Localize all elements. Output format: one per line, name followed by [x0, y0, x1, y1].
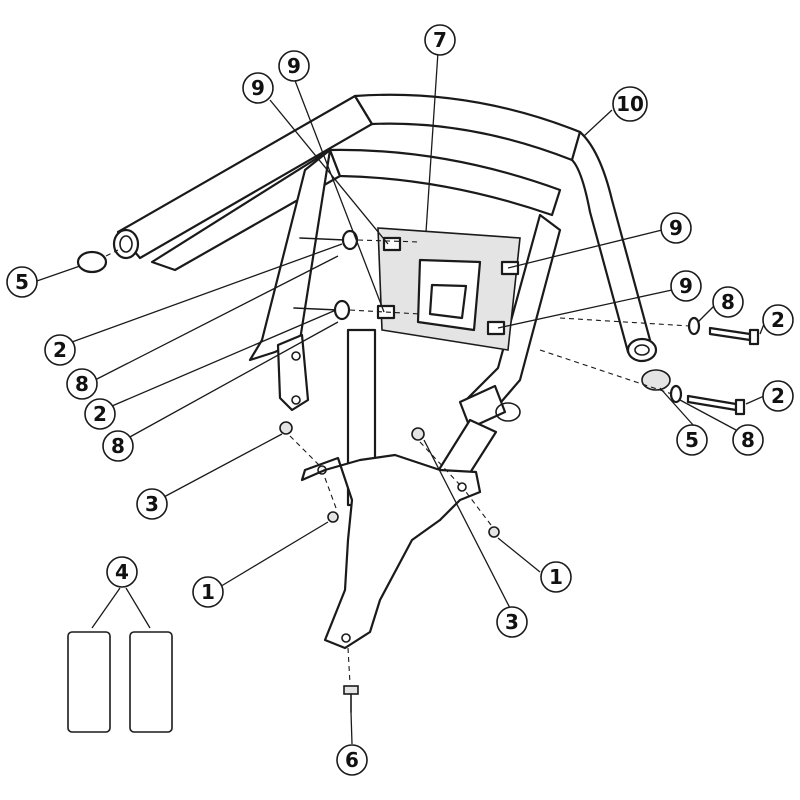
collar-right-upper — [687, 316, 701, 336]
callout-9b: 9 — [278, 50, 310, 82]
bolt-left-upper-head — [341, 229, 359, 251]
callout-7: 7 — [424, 24, 456, 56]
callout-2d: 2 — [762, 380, 794, 412]
plate-clip-upper-left — [382, 236, 402, 252]
bolt-right-upper-shank — [708, 326, 752, 342]
rack-tube-frame — [112, 93, 658, 522]
svg-text:2: 2 — [771, 308, 785, 332]
top-crossbar — [353, 93, 582, 162]
right-strut-end-cap — [458, 384, 507, 430]
plate-clip-lower-right — [486, 320, 506, 336]
left-mount-hole-upper — [291, 351, 301, 361]
bracket-hole-bottom — [341, 633, 351, 643]
bracket-hole-right — [457, 482, 467, 492]
callout-4: 4 — [106, 556, 138, 588]
left-mount-tab — [276, 333, 310, 412]
nut-left — [279, 421, 293, 435]
lower-mount-bracket — [300, 453, 482, 650]
callout-8c: 8 — [712, 286, 744, 318]
svg-text:9: 9 — [669, 216, 683, 240]
svg-text:9: 9 — [679, 274, 693, 298]
small-bolt-left — [327, 511, 339, 523]
sticker-left — [67, 631, 111, 733]
bolt-right-lower-head — [734, 398, 746, 416]
svg-text:2: 2 — [93, 402, 107, 426]
small-bolt-right — [488, 526, 500, 538]
bottom-bolt-head — [343, 685, 359, 695]
collar-right-lower — [669, 384, 683, 404]
plate-center-window — [428, 283, 468, 320]
callout-2a: 2 — [44, 334, 76, 366]
svg-text:8: 8 — [111, 434, 125, 458]
callout-8a: 8 — [66, 368, 98, 400]
svg-text:2: 2 — [771, 384, 785, 408]
svg-text:10: 10 — [616, 92, 644, 116]
callout-5a: 5 — [6, 266, 38, 298]
callout-2b: 2 — [84, 398, 116, 430]
bracket-plate — [300, 453, 482, 650]
sticker-right — [129, 631, 173, 733]
svg-text:7: 7 — [433, 28, 447, 52]
bracket-hole-left — [317, 465, 327, 475]
callout-1a: 1 — [192, 576, 224, 608]
bolt-right-upper-head — [748, 328, 760, 346]
svg-text:1: 1 — [201, 580, 215, 604]
callout-9a: 9 — [242, 72, 274, 104]
bolt-left-lower-shank — [293, 307, 339, 311]
callout-10: 10 — [612, 86, 648, 122]
svg-text:4: 4 — [115, 560, 129, 584]
leader-lines — [33, 51, 765, 745]
right-strut-tube-bore — [495, 402, 521, 422]
callout-2c: 2 — [762, 304, 794, 336]
svg-text:5: 5 — [15, 270, 29, 294]
end-plug-right — [641, 369, 671, 391]
callout-8b: 8 — [102, 430, 134, 462]
left-side-strut — [248, 148, 332, 362]
alignment-lines — [105, 239, 691, 685]
inner-crossbar — [328, 148, 562, 217]
callout-9c: 9 — [660, 212, 692, 244]
svg-text:8: 8 — [721, 290, 735, 314]
nut-center — [411, 427, 425, 441]
bolt-left-upper-shank — [299, 237, 346, 241]
top-mounting-plate — [376, 227, 521, 351]
left-arm-tube-end — [112, 228, 140, 260]
svg-text:2: 2 — [53, 338, 67, 362]
svg-text:6: 6 — [345, 748, 359, 772]
svg-text:9: 9 — [287, 54, 301, 78]
callout-3b: 3 — [496, 606, 528, 638]
callout-markers: 1 1 2 2 2 2 3 3 4 5 5 6 7 8 8 8 8 9 9 9 … — [6, 24, 794, 776]
svg-text:3: 3 — [505, 610, 519, 634]
callout-8d: 8 — [732, 424, 764, 456]
end-plug-left — [76, 250, 108, 274]
svg-text:8: 8 — [741, 428, 755, 452]
left-mount-hole-lower — [291, 395, 301, 405]
svg-text:1: 1 — [549, 565, 563, 589]
callout-5b: 5 — [676, 424, 708, 456]
right-arm-tube-end — [626, 337, 658, 363]
svg-text:5: 5 — [685, 428, 699, 452]
right-arm-tube-bore — [634, 344, 650, 356]
callout-3a: 3 — [136, 488, 168, 520]
callout-1b: 1 — [540, 561, 572, 593]
fasteners — [76, 229, 760, 713]
left-arm-tube-bore — [119, 235, 133, 253]
callout-6: 6 — [336, 744, 368, 776]
callout-9d: 9 — [670, 270, 702, 302]
bolt-left-lower-head — [333, 299, 351, 321]
svg-text:9: 9 — [251, 76, 265, 100]
svg-text:3: 3 — [145, 492, 159, 516]
svg-text:8: 8 — [75, 372, 89, 396]
